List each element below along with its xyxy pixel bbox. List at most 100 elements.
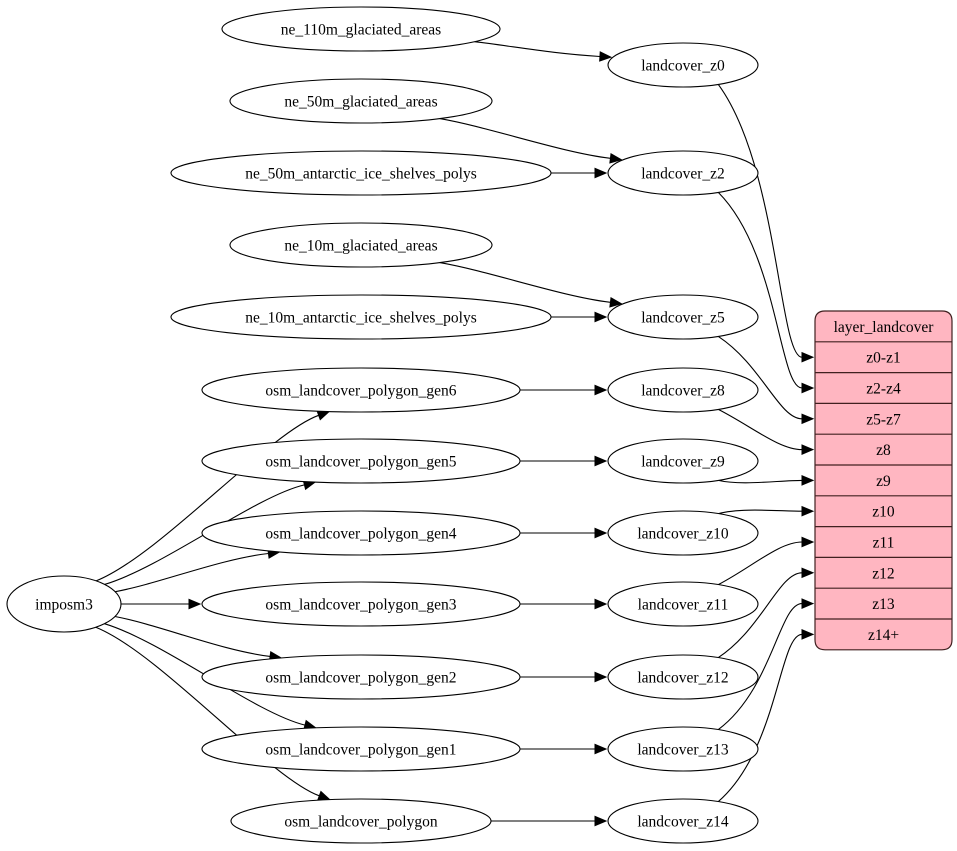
node-osm_landcover_polygon_gen4[interactable]: osm_landcover_polygon_gen4 bbox=[201, 510, 521, 556]
node-landcover_z11[interactable]: landcover_z11 bbox=[607, 581, 759, 627]
table-row-z11[interactable]: z11 bbox=[873, 535, 895, 552]
node-osm_landcover_polygon_gen5[interactable]: osm_landcover_polygon_gen5 bbox=[201, 438, 521, 484]
node-shape bbox=[607, 367, 759, 413]
node-landcover_z9[interactable]: landcover_z9 bbox=[607, 438, 759, 484]
node-osm_landcover_polygon_gen3[interactable]: osm_landcover_polygon_gen3 bbox=[201, 581, 521, 627]
edge-arrowhead bbox=[594, 527, 608, 539]
edge-landcover_z2-to-z2-z4 bbox=[717, 192, 803, 389]
node-landcover_z5[interactable]: landcover_z5 bbox=[607, 294, 759, 340]
edge-ne_110m_glaciated_areas-to-landcover_z0 bbox=[474, 41, 600, 58]
node-osm_landcover_polygon_gen2[interactable]: osm_landcover_polygon_gen2 bbox=[201, 654, 521, 700]
node-landcover_z10[interactable]: landcover_z10 bbox=[607, 510, 759, 556]
edge-landcover_z12-to-z12 bbox=[717, 572, 803, 659]
edge-arrowhead bbox=[801, 598, 815, 609]
edge-arrowhead bbox=[316, 410, 331, 421]
edge-arrowhead bbox=[801, 567, 815, 579]
node-ne_10m_glaciated_areas[interactable]: ne_10m_glaciated_areas bbox=[229, 222, 493, 268]
node-label: landcover_z14 bbox=[637, 814, 728, 831]
node-shape bbox=[607, 294, 759, 340]
node-shape bbox=[201, 654, 521, 700]
edge-arrowhead bbox=[594, 455, 608, 467]
edge-imposm3-to-osm_landcover_polygon_gen6 bbox=[95, 414, 319, 582]
edge-arrowhead bbox=[594, 671, 608, 683]
table-row-z2-z4[interactable]: z2-z4 bbox=[866, 381, 901, 398]
edge-ne_50m_glaciated_areas-to-landcover_z2 bbox=[439, 118, 611, 159]
node-landcover_z8[interactable]: landcover_z8 bbox=[607, 367, 759, 413]
layer-landcover-table: layer_landcover z0-z1 z2-z4 z5-z7 z8 z9 z10 z11… bbox=[814, 310, 953, 651]
edge-arrowhead bbox=[801, 505, 815, 517]
edge-arrowhead bbox=[801, 382, 815, 394]
edge-imposm3-to-osm_landcover_polygon_gen4 bbox=[115, 552, 269, 593]
node-imposm3[interactable]: imposm3 bbox=[6, 575, 122, 633]
node-osm_landcover_polygon_gen1[interactable]: osm_landcover_polygon_gen1 bbox=[201, 726, 521, 772]
node-ne_50m_glaciated_areas[interactable]: ne_50m_glaciated_areas bbox=[229, 78, 493, 124]
table-outline bbox=[814, 310, 953, 651]
node-shape bbox=[6, 575, 122, 633]
edge-arrowhead bbox=[317, 790, 331, 801]
node-shape bbox=[170, 294, 552, 340]
node-shape bbox=[201, 367, 521, 413]
node-label: ne_10m_antarctic_ice_shelves_polys bbox=[245, 310, 477, 327]
node-landcover_z14[interactable]: landcover_z14 bbox=[607, 798, 759, 844]
edge-arrowhead bbox=[594, 598, 608, 610]
node-shape bbox=[607, 438, 759, 484]
node-label: ne_110m_glaciated_areas bbox=[281, 22, 441, 39]
node-label: osm_landcover_polygon_gen5 bbox=[265, 454, 456, 471]
node-label: landcover_z12 bbox=[637, 670, 728, 687]
node-ne_50m_antarctic_ice_shelves_polys[interactable]: ne_50m_antarctic_ice_shelves_polys bbox=[170, 150, 552, 196]
edge-landcover_z13-to-z13 bbox=[717, 603, 803, 731]
node-label: osm_landcover_polygon_gen4 bbox=[265, 526, 456, 543]
edge-ne_10m_glaciated_areas-to-landcover_z5 bbox=[439, 262, 611, 303]
node-shape bbox=[230, 798, 492, 844]
table-row-z5-z7[interactable]: z5-z7 bbox=[866, 411, 901, 428]
node-osm_landcover_polygon[interactable]: osm_landcover_polygon bbox=[230, 798, 492, 844]
table-row-z0-z1[interactable]: z0-z1 bbox=[866, 350, 900, 367]
node-label: ne_50m_glaciated_areas bbox=[284, 94, 437, 111]
node-shape bbox=[607, 581, 759, 627]
edge-arrowhead bbox=[801, 536, 815, 548]
edge-arrowhead bbox=[801, 351, 815, 363]
node-shape bbox=[607, 726, 759, 772]
node-landcover_z12[interactable]: landcover_z12 bbox=[607, 654, 759, 700]
edge-landcover_z14-to-z14+ bbox=[717, 633, 803, 803]
node-ne_10m_antarctic_ice_shelves_polys[interactable]: ne_10m_antarctic_ice_shelves_polys bbox=[170, 294, 552, 340]
edge-landcover_z10-to-z10 bbox=[718, 509, 803, 515]
node-osm_landcover_polygon_gen6[interactable]: osm_landcover_polygon_gen6 bbox=[201, 367, 521, 413]
edge-arrowhead bbox=[594, 743, 608, 755]
node-label: landcover_z10 bbox=[637, 526, 728, 543]
table-header-layer-landcover[interactable]: layer_landcover bbox=[834, 319, 935, 336]
node-shape bbox=[229, 78, 493, 124]
node-label: landcover_z8 bbox=[641, 383, 725, 400]
edge-arrowhead bbox=[801, 475, 815, 486]
edge-arrowhead bbox=[801, 444, 815, 455]
edge-imposm3-to-osm_landcover_polygon bbox=[95, 626, 320, 797]
edge-arrowhead bbox=[609, 152, 623, 164]
node-landcover_z0[interactable]: landcover_z0 bbox=[607, 42, 759, 88]
table-row-z12[interactable]: z12 bbox=[872, 565, 894, 582]
node-label: landcover_z13 bbox=[637, 742, 728, 759]
node-label: landcover_z11 bbox=[638, 597, 729, 614]
node-shape bbox=[607, 42, 759, 88]
table-row-z10[interactable]: z10 bbox=[872, 504, 895, 521]
node-label: landcover_z0 bbox=[641, 58, 725, 75]
node-label: osm_landcover_polygon_gen6 bbox=[265, 383, 456, 400]
edge-arrowhead bbox=[609, 296, 623, 308]
table-row-z8[interactable]: z8 bbox=[876, 442, 891, 459]
node-label: landcover_z9 bbox=[641, 454, 725, 471]
table-row-z14+[interactable]: z14+ bbox=[868, 627, 899, 644]
node-label: landcover_z2 bbox=[641, 166, 725, 183]
node-shape bbox=[607, 510, 759, 556]
node-landcover_z13[interactable]: landcover_z13 bbox=[607, 726, 759, 772]
node-landcover_z2[interactable]: landcover_z2 bbox=[607, 150, 759, 196]
node-label: imposm3 bbox=[35, 597, 93, 614]
edge-arrowhead bbox=[594, 311, 608, 323]
node-ne_110m_glaciated_areas[interactable]: ne_110m_glaciated_areas bbox=[221, 6, 501, 52]
edge-arrowhead bbox=[594, 384, 608, 396]
edge-arrowhead bbox=[599, 51, 613, 62]
edge-landcover_z8-to-z8 bbox=[718, 408, 803, 451]
node-shape bbox=[201, 581, 521, 627]
table-row-z9[interactable]: z9 bbox=[876, 473, 891, 490]
table-row-z13[interactable]: z13 bbox=[872, 596, 895, 613]
